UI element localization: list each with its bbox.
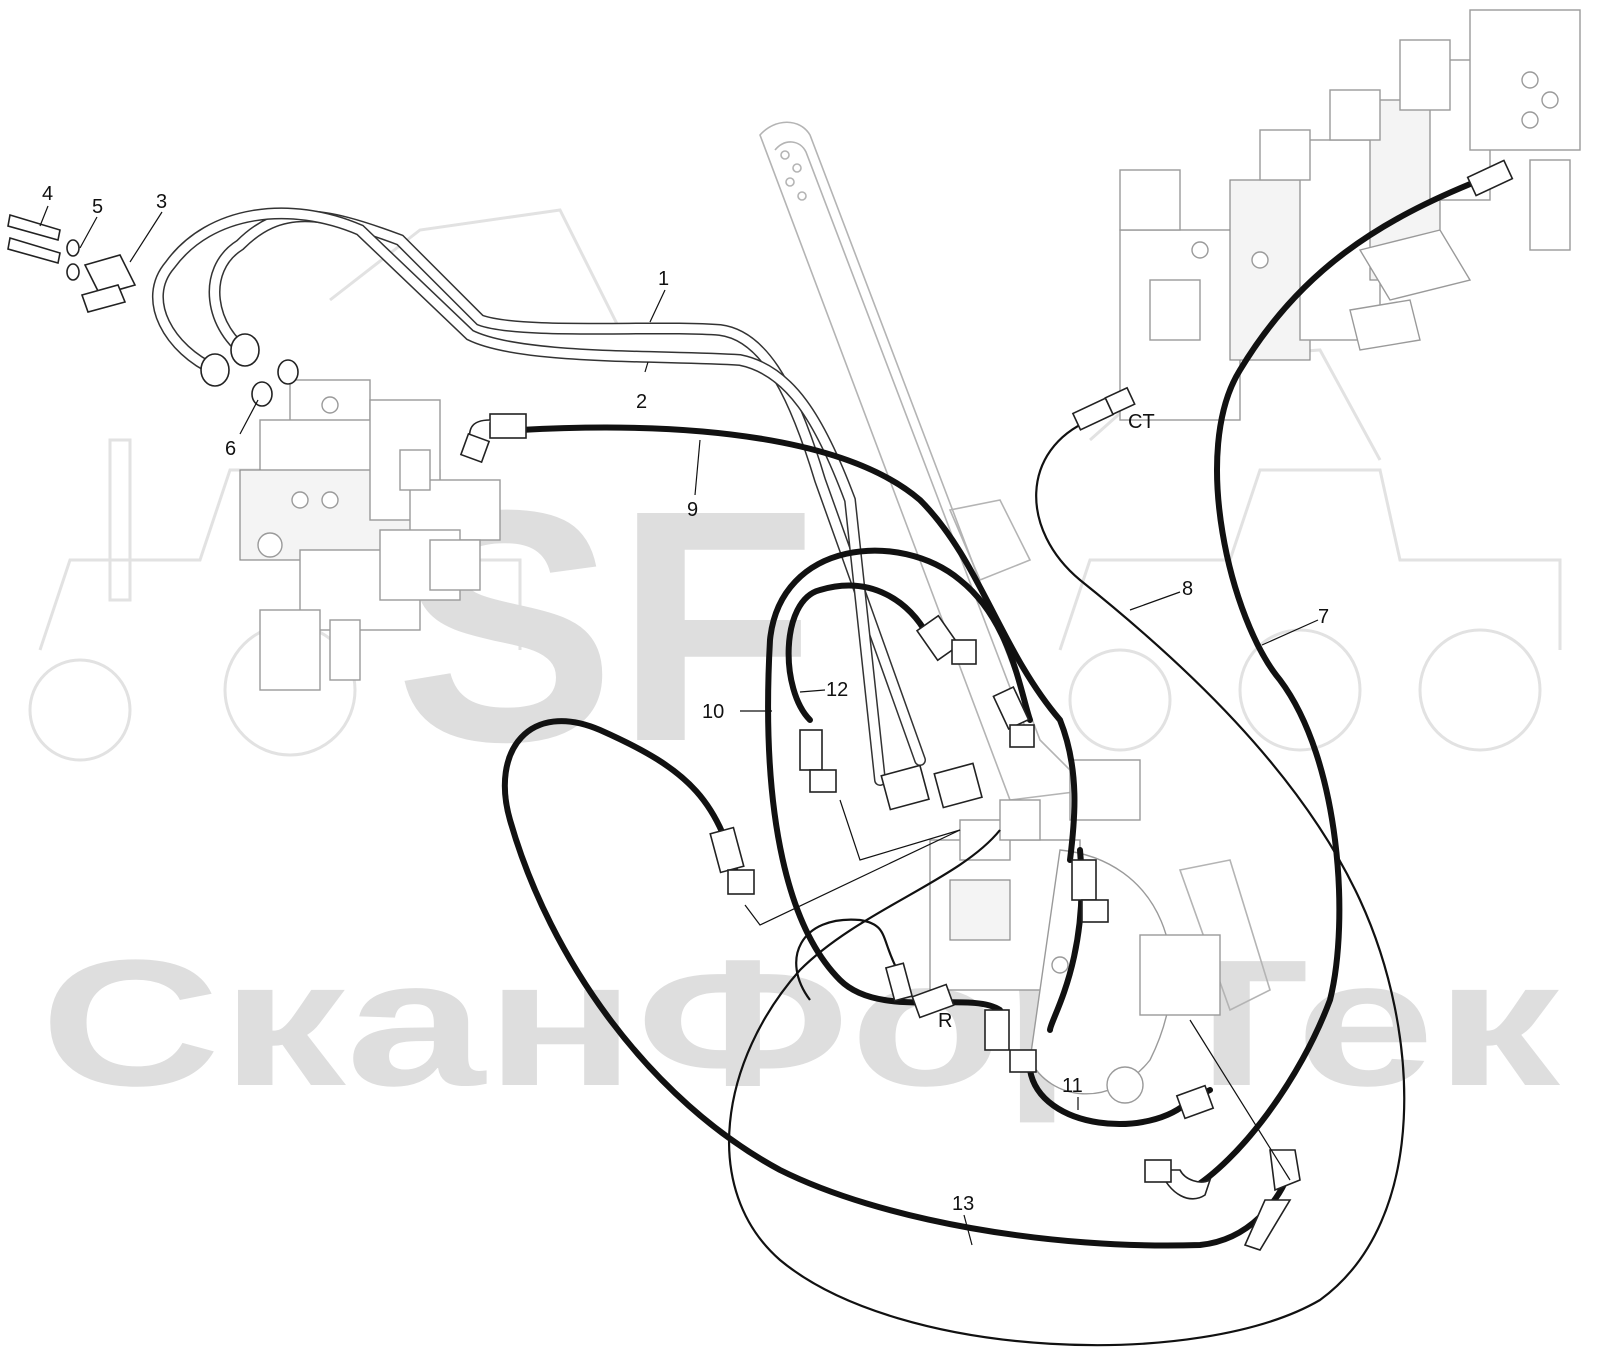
port-label-r: R bbox=[938, 1010, 952, 1032]
hose-8-fittings bbox=[1071, 386, 1136, 431]
callout-11: 11 bbox=[1062, 1075, 1083, 1097]
pipe-end-fittings bbox=[200, 333, 983, 811]
hose-9 bbox=[517, 424, 1078, 863]
hose-9-fitting bbox=[459, 413, 527, 464]
pipe-1 bbox=[208, 210, 926, 766]
assembly-line-b bbox=[839, 799, 961, 861]
callout-12: 12 bbox=[826, 679, 848, 701]
hose-r-fittings bbox=[884, 962, 955, 1019]
callout-13: 13 bbox=[952, 1193, 974, 1215]
hose-13 bbox=[501, 718, 1293, 1249]
callout-6: 6 bbox=[225, 438, 236, 460]
callout-8: 8 bbox=[1182, 578, 1193, 600]
callout-1: 1 bbox=[658, 268, 669, 290]
callout-5: 5 bbox=[92, 196, 103, 218]
port-label-ct: CT bbox=[1128, 411, 1155, 433]
hose-7 bbox=[1187, 177, 1483, 1193]
assembly-line-c bbox=[1189, 1019, 1291, 1181]
callout-2: 2 bbox=[636, 391, 647, 413]
pipe-2 bbox=[152, 207, 886, 786]
callout-leaders bbox=[39, 205, 1319, 1246]
callout-9: 9 bbox=[687, 499, 698, 521]
callout-4: 4 bbox=[42, 183, 53, 205]
hose-10 bbox=[765, 547, 1033, 1013]
hose-12-fittings bbox=[799, 614, 1035, 793]
central-motor-assembly bbox=[929, 759, 1221, 1104]
callout-7: 7 bbox=[1318, 606, 1329, 628]
hose-7-fittings bbox=[1144, 159, 1514, 1200]
callout-10: 10 bbox=[702, 701, 724, 723]
watermark: SF СканФорТек bbox=[28, 208, 1562, 1124]
callouts: 1 2 3 4 5 6 7 8 9 10 11 12 13 CT R bbox=[42, 183, 1329, 1215]
callout-3: 3 bbox=[156, 191, 167, 213]
hose-11-fittings bbox=[984, 859, 1215, 1120]
hose-12 bbox=[785, 582, 933, 723]
assembly-line-a bbox=[744, 829, 961, 926]
hose-r-line bbox=[795, 918, 901, 1001]
hose-11 bbox=[1027, 1067, 1213, 1127]
left-valve-block bbox=[239, 379, 501, 691]
right-valve-bank bbox=[1119, 9, 1581, 421]
hose-8 bbox=[728, 418, 1406, 1347]
watermark-company: СканФорТек bbox=[40, 923, 1561, 1124]
clamp-assembly bbox=[7, 213, 137, 313]
watermark-machine-right bbox=[1058, 348, 1562, 752]
